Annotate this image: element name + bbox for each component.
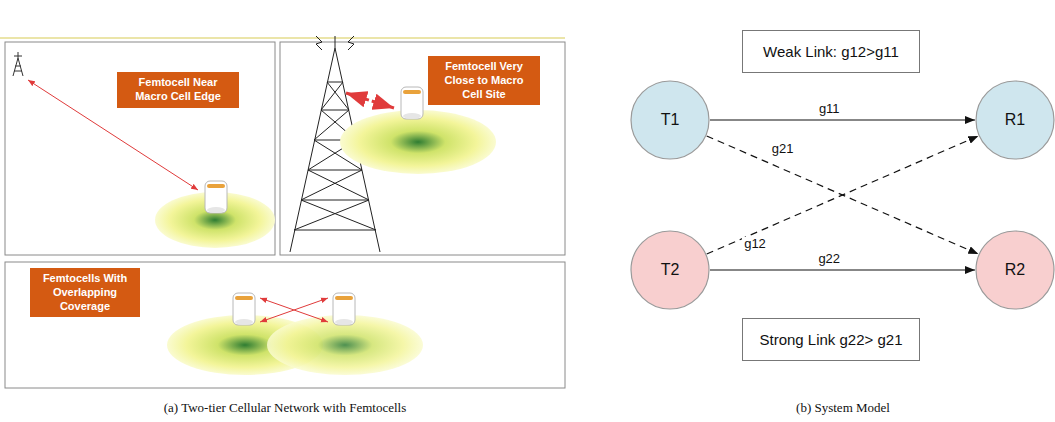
node-text: R2 <box>1005 261 1025 279</box>
node-text: Femtocell Near Macro Cell Edge <box>123 76 233 104</box>
rule-line <box>0 37 565 39</box>
femtocell-device <box>401 87 423 119</box>
femtocell-device <box>333 293 355 325</box>
link-arrow <box>260 298 328 322</box>
terminal-circle: R2 <box>975 230 1055 310</box>
femtocell-device <box>233 293 255 325</box>
scenario-header: Femtocell Very Close to Macro Cell Site <box>428 56 540 105</box>
channel-gain-label: g22 <box>816 252 842 266</box>
channel-gain-label: g21 <box>770 142 796 156</box>
figure-caption: (a) Two-tier Cellular Network with Femto… <box>164 400 407 416</box>
channel-gain-label: g12 <box>742 237 768 251</box>
note-box: Strong Link g22> g21 <box>742 318 920 361</box>
channel-gain-label: g11 <box>817 102 842 116</box>
direct-link <box>710 119 975 120</box>
direct-link <box>710 269 975 270</box>
link-arrow <box>346 93 394 108</box>
node-text: R1 <box>1005 111 1025 129</box>
panel-frame <box>280 42 565 255</box>
node-text: T1 <box>661 111 680 129</box>
node-text: Weak Link: g12>g11 <box>759 43 903 60</box>
terminal-circle: R1 <box>975 80 1055 160</box>
femtocell-device <box>205 181 227 213</box>
scenario-header: Femtocell Near Macro Cell Edge <box>117 72 239 108</box>
interference-link <box>707 136 979 254</box>
terminal-circle: T1 <box>630 80 710 160</box>
node-text: Femtocell Very Close to Macro Cell Site <box>434 60 534 101</box>
scenario-header: Femtocells With Overlapping Coverage <box>30 268 140 317</box>
coverage-area <box>340 110 496 174</box>
panel-frame <box>5 262 565 388</box>
node-text: T2 <box>661 261 680 279</box>
figure-caption: (b) System Model <box>796 400 890 416</box>
node-text: Strong Link g22> g21 <box>759 331 903 348</box>
terminal-circle: T2 <box>630 230 710 310</box>
interference-link <box>707 136 979 254</box>
node-text: Femtocells With Overlapping Coverage <box>36 272 134 313</box>
note-box: Weak Link: g12>g11 <box>742 30 920 73</box>
small-tower <box>13 52 23 76</box>
panel-frame <box>5 42 275 255</box>
link-arrow <box>260 298 328 322</box>
